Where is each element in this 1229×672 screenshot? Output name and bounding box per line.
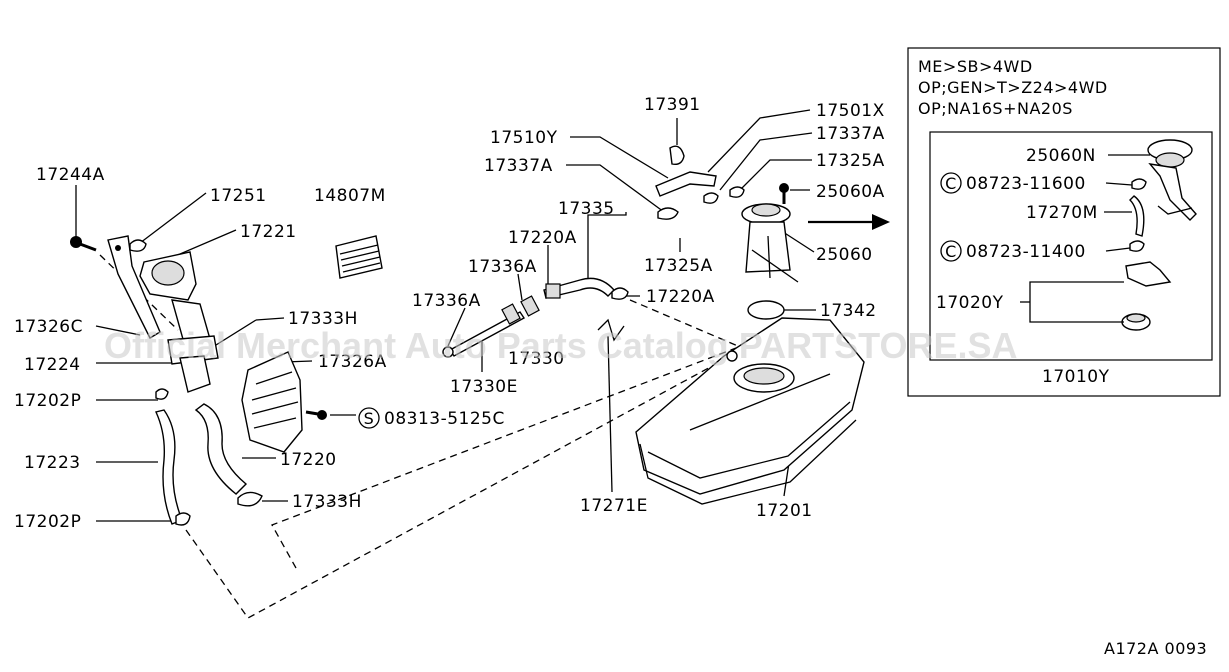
inset-leaders [1020,154,1150,323]
label-17270M: 17270M [1026,203,1098,223]
label-17336A-upper: 17336A [468,257,537,277]
hose-17335 [543,277,615,299]
label-17336A-lower: 17336A [412,291,481,311]
c-symbol-2: C [945,242,957,261]
label-17221: 17221 [240,222,297,242]
figure-code: A172A 0093 [1104,639,1207,658]
protector-17326A [241,351,303,453]
arrow-to-inset-icon [808,214,890,230]
inset-c-circle-1: C [940,172,962,194]
inset-condition-2: OP;GEN>T>Z24>4WD [918,78,1108,97]
label-17501X: 17501X [816,101,885,121]
label-17337A-right: 17337A [816,124,885,144]
label-14807M: 14807M [314,186,386,206]
label-17391: 17391 [644,95,701,115]
screw-08313 [305,410,327,420]
hose-17510Y [655,171,717,197]
label-17020Y: 17020Y [936,293,1004,313]
s-symbol-circle: S [358,407,380,429]
clamp-17251 [129,239,147,252]
clip-17202P-top [155,388,169,400]
label-17333H-bottom: 17333H [292,492,362,512]
label-17510Y: 17510Y [490,128,558,148]
label-25060: 25060 [816,245,873,265]
inset-c-circle-2: C [940,240,962,262]
label-14807M [335,235,383,279]
label-17337A-left: 17337A [484,156,553,176]
label-25060N: 25060N [1026,146,1096,166]
gasket-17342 [747,300,785,320]
clamp-17325A-right [729,186,745,198]
label-17326A: 17326A [318,352,387,372]
filler-hose-17224 [179,355,211,393]
evap-route [629,299,753,353]
label-17220A-right: 17220A [646,287,715,307]
s-symbol: S [364,409,375,428]
fuel-tank-17201 [635,317,865,505]
label-17224: 17224 [24,355,81,375]
inset-parts [1121,139,1197,331]
label-17342: 17342 [820,301,877,321]
bolt-17244A [70,236,97,252]
bracket-17326C [107,235,161,339]
clip-17202P-bottom [175,512,191,526]
hose-17223 [155,409,183,525]
label-17325A-right: 17325A [816,151,885,171]
label-17271E: 17271E [580,496,648,516]
label-25060A: 25060A [816,182,885,202]
filler-neck-17221 [139,251,219,365]
vent-tube-17330 [442,295,540,358]
gauge-unit-25060 [741,203,799,283]
clamp-17333H-bottom [237,491,263,507]
label-17326C: 17326C [14,317,83,337]
label-17330E: 17330E [450,377,518,397]
label-17220: 17220 [280,450,337,470]
label-17251: 17251 [210,186,267,206]
label-17330: 17330 [508,349,565,369]
label-17202P-bottom: 17202P [14,512,81,532]
label-17010Y: 17010Y [1042,367,1110,387]
inset-subframe [929,131,1213,361]
bolt-25060A [779,183,789,204]
label-17333H-top: 17333H [288,309,358,329]
label-08723-11400: 08723-11400 [966,242,1086,262]
label-08723-11600: 08723-11600 [966,174,1086,194]
label-17220A-left: 17220A [508,228,577,248]
label-17223: 17223 [24,453,81,473]
hose-17220 [194,403,248,495]
label-17244A: 17244A [36,165,105,185]
inset-condition-3: OP;NA16S+NA20S [918,99,1073,118]
clamp-17337A-left [657,207,679,220]
label-17201: 17201 [756,501,813,521]
c-symbol-1: C [945,174,957,193]
label-17202P-top: 17202P [14,391,81,411]
clip-17391 [669,145,685,166]
clamp-17220A-right [611,287,629,300]
label-08313-5125C: 08313-5125C [384,409,505,429]
watermark: Official Merchant Auto Parts Catalog PAR… [104,325,1017,366]
clip-17337A-right [703,192,719,204]
vent-route-upper [271,347,737,569]
label-17325A-bottom: 17325A [644,256,713,276]
bracket-17271E [597,318,625,342]
inset-condition-1: ME>SB>4WD [918,57,1033,76]
inset-frame [907,47,1221,397]
label-17335: 17335 [558,199,615,219]
